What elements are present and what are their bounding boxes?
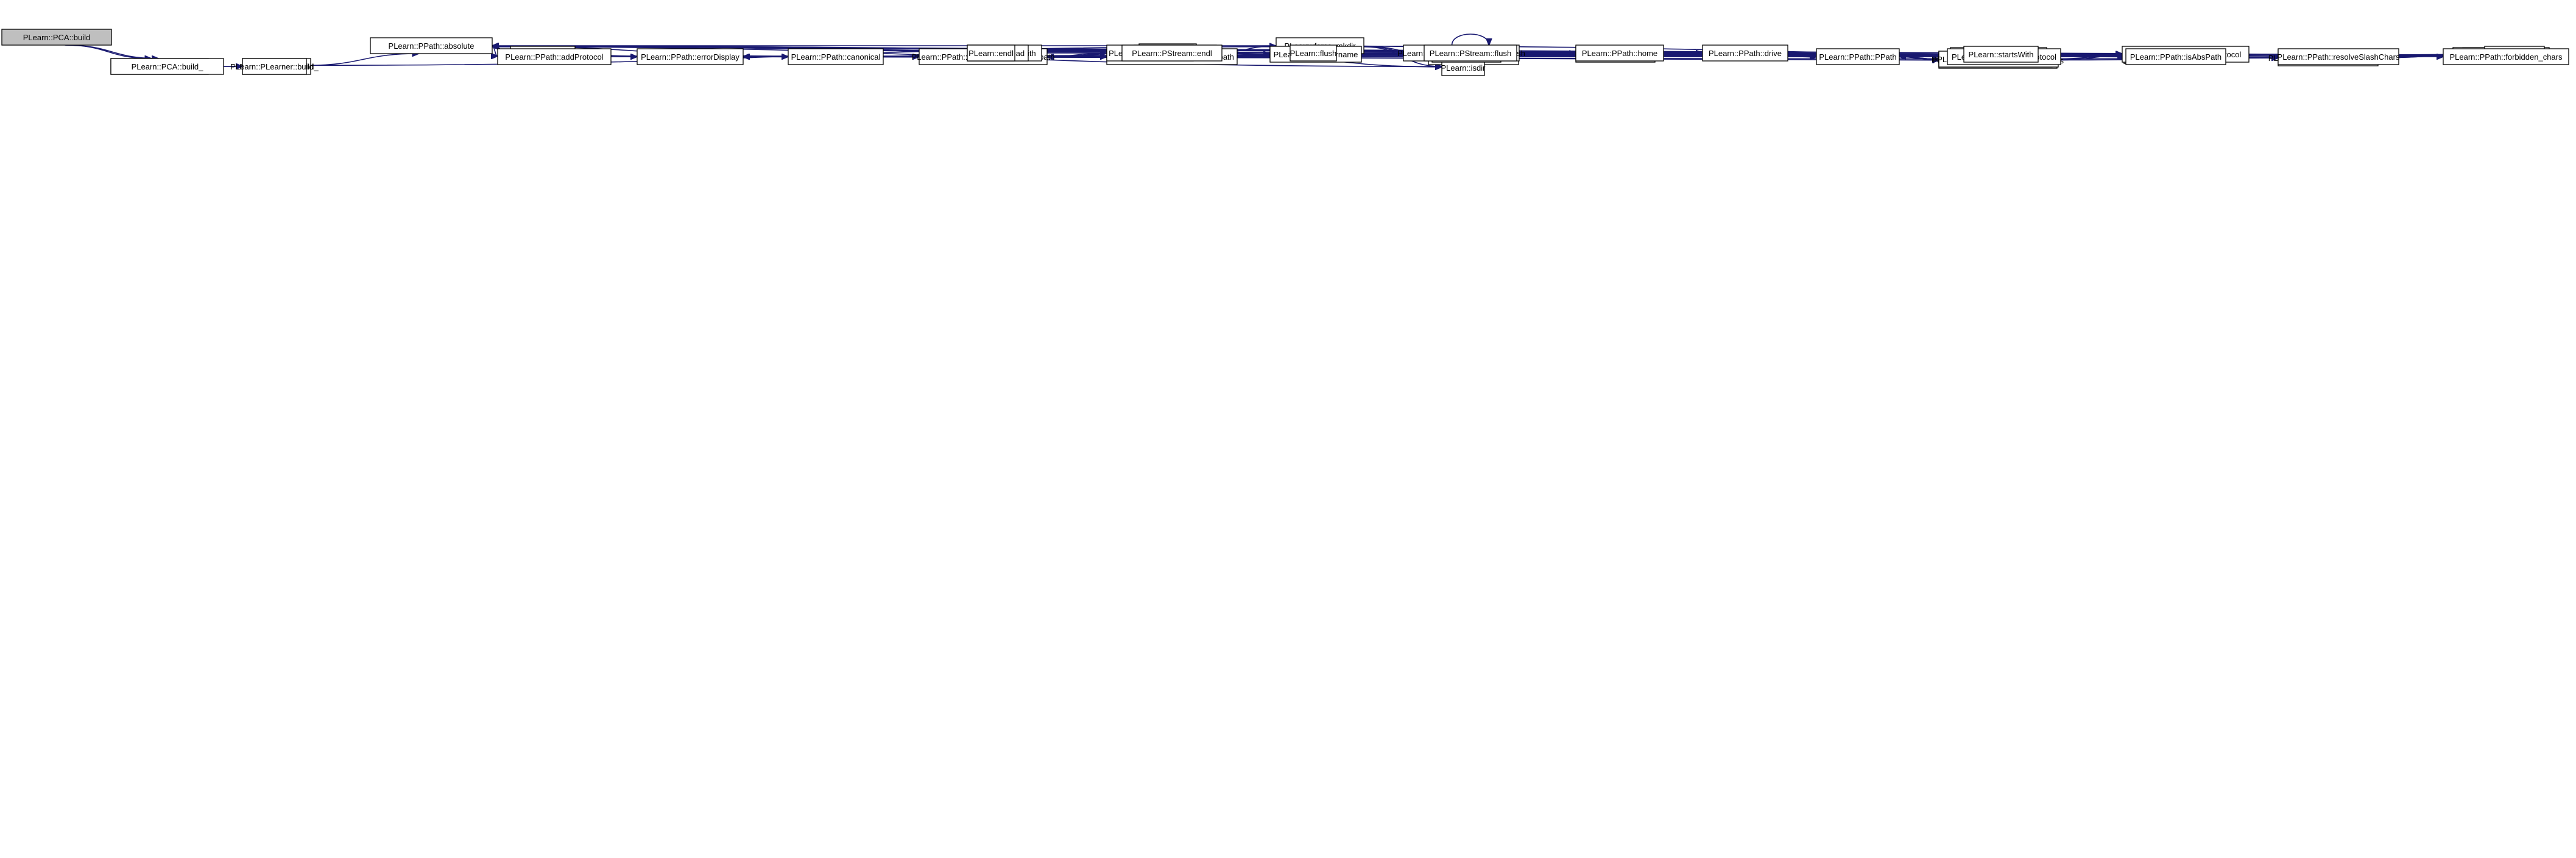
node-box xyxy=(2125,48,2226,65)
node-pstream_endl[interactable]: PLearn::PStream::endl xyxy=(1121,44,1223,62)
node-box xyxy=(1575,44,1664,62)
node-label: PLearn::PPath::home xyxy=(1582,49,1657,58)
node-pca_build_[interactable]: PLearn::PCA::build_ xyxy=(110,58,224,75)
node-box xyxy=(2443,48,2569,65)
edge-absolute-to-addProtocol xyxy=(492,46,498,56)
node-label: PLearn::PPath::absolute xyxy=(389,41,475,51)
node-layer: PLearn::PCA::buildPLearn::PLearner::buil… xyxy=(1,29,2569,76)
node-ppath[interactable]: PLearn::PPath::PPath xyxy=(1816,48,1900,65)
node-box xyxy=(1702,44,1788,62)
node-drive[interactable]: PLearn::PPath::drive xyxy=(1702,44,1788,62)
node-absolute[interactable]: PLearn::PPath::absolute xyxy=(370,37,493,54)
node-label: PLearn::PCA::build xyxy=(23,33,91,42)
node-canonical[interactable]: PLearn::PPath::canonical xyxy=(788,48,884,65)
node-label: PLearn::PStream::flush xyxy=(1430,49,1511,58)
node-label: PLearn::PCA::build_ xyxy=(132,62,204,71)
node-box xyxy=(637,48,744,65)
node-label: PLearn::isdir xyxy=(1441,63,1486,73)
node-pstream_flush[interactable]: PLearn::PStream::flush xyxy=(1424,44,1517,62)
node-box xyxy=(1,29,112,46)
node-isAbsPath[interactable]: PLearn::PPath::isAbsPath xyxy=(2125,48,2226,65)
node-box xyxy=(242,58,307,75)
node-box xyxy=(1816,48,1900,65)
node-label: PLearn::PPath::isAbsPath xyxy=(2130,52,2221,62)
node-root[interactable]: PLearn::PCA::build xyxy=(1,29,112,46)
node-label: PLearn::endl xyxy=(969,49,1014,58)
edge-pstream_flush-to-pstream_flush xyxy=(1451,34,1489,45)
node-home[interactable]: PLearn::PPath::home xyxy=(1575,44,1664,62)
node-label: PLearn::PPath::addProtocol xyxy=(505,52,603,62)
node-addProtocol[interactable]: PLearn::PPath::addProtocol xyxy=(497,48,612,65)
node-startsWith[interactable]: PLearn::startsWith xyxy=(1963,46,2039,63)
node-errorDisplay[interactable]: PLearn::PPath::errorDisplay xyxy=(637,48,744,65)
node-box xyxy=(788,48,884,65)
node-box xyxy=(967,44,1015,62)
node-label: PLearn::PPath::drive xyxy=(1709,49,1782,58)
node-endl[interactable]: PLearn::endl xyxy=(967,44,1015,62)
node-label: PLearn::PStream::endl xyxy=(1132,49,1212,58)
node-label: PLearn::PPath::PPath xyxy=(1819,52,1896,62)
node-box xyxy=(1424,44,1517,62)
node-label: PLearn::PPath::resolveSlashChars xyxy=(2278,52,2400,62)
node-label: PLearn::PPath::forbidden_chars xyxy=(2449,52,2563,62)
edge-root-to-learner_build xyxy=(65,44,152,58)
node-label: PLearn::PPath::errorDisplay xyxy=(641,52,739,62)
node-box xyxy=(497,48,612,65)
node-label: PLearn::PLearner::build_ xyxy=(230,62,319,71)
node-resolveSlashChars[interactable]: PLearn::PPath::resolveSlashChars xyxy=(2278,48,2400,65)
node-box xyxy=(2278,48,2399,65)
node-box xyxy=(110,58,224,75)
node-flush[interactable]: PLearn::flush xyxy=(1290,44,1337,62)
node-forbidden_chars[interactable]: PLearn::PPath::forbidden_chars xyxy=(2443,48,2569,65)
node-label: PLearn::flush xyxy=(1290,49,1337,58)
edge-learner_build_-to-absolute xyxy=(306,54,418,66)
node-box xyxy=(1290,44,1337,62)
node-learner_build_[interactable]: PLearn::PLearner::build_ xyxy=(230,58,319,75)
node-box xyxy=(370,37,493,54)
node-box xyxy=(1963,46,2039,63)
edge-root-to-pca_build_ xyxy=(65,44,158,58)
node-label: PLearn::startsWith xyxy=(1969,50,2034,59)
node-label: PLearn::PPath::canonical xyxy=(791,52,881,62)
edge-drive-to-ppath xyxy=(1787,52,1816,56)
node-box xyxy=(1121,44,1223,62)
